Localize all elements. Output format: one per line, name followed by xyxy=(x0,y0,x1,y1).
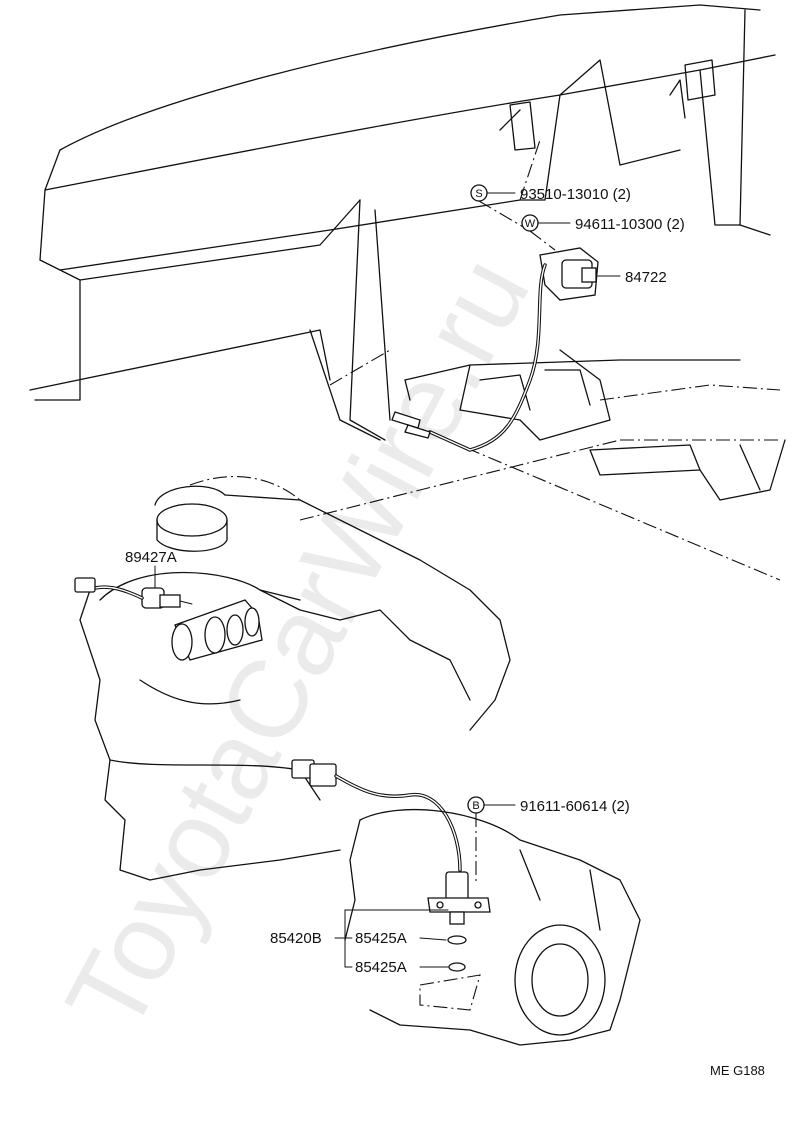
drawing-code: ME G188 xyxy=(710,1063,765,1078)
intake-pipe xyxy=(171,599,263,661)
oring-upper-part-number: 85425A xyxy=(355,930,407,947)
temp-switch-part-number: 89427A xyxy=(125,549,177,566)
temperature-switch-89427a: 89427A xyxy=(74,549,193,609)
o-rings xyxy=(447,935,467,972)
engine-block-outline xyxy=(79,476,511,881)
bolt-b-callout: B 91611-60614 (2) xyxy=(467,796,630,885)
washer-w-code: W xyxy=(525,218,536,230)
speed-sensor-harness xyxy=(291,759,462,872)
washer-w-callout: W 94611-10300 (2) xyxy=(521,214,685,251)
speedometer-sensor-part-number: 84722 xyxy=(625,269,667,286)
oring-lower-part-number: 85425A xyxy=(355,959,407,976)
dashboard-outline xyxy=(29,4,776,441)
speed-sensor-85420b xyxy=(427,871,491,925)
bolt-b-code: B xyxy=(472,800,479,812)
bolt-s-part-number: 93510-13010 (2) xyxy=(520,186,631,203)
speedometer-sensor-84722: 84722 xyxy=(391,247,667,452)
bolt-s-code: S xyxy=(475,188,482,200)
bolt-b-part-number: 91611-60614 (2) xyxy=(520,798,630,815)
bolt-s-callout: S 93510-13010 (2) xyxy=(470,184,631,229)
center-console xyxy=(309,329,786,501)
floor-dashed-lines xyxy=(299,139,781,581)
transmission-housing xyxy=(344,808,641,1046)
speed-sensor-callout-bracket: 85420B 85425A 85425A xyxy=(270,909,449,976)
speed-sensor-part-number: 85420B xyxy=(270,930,322,947)
washer-w-part-number: 94611-10300 (2) xyxy=(575,216,685,233)
